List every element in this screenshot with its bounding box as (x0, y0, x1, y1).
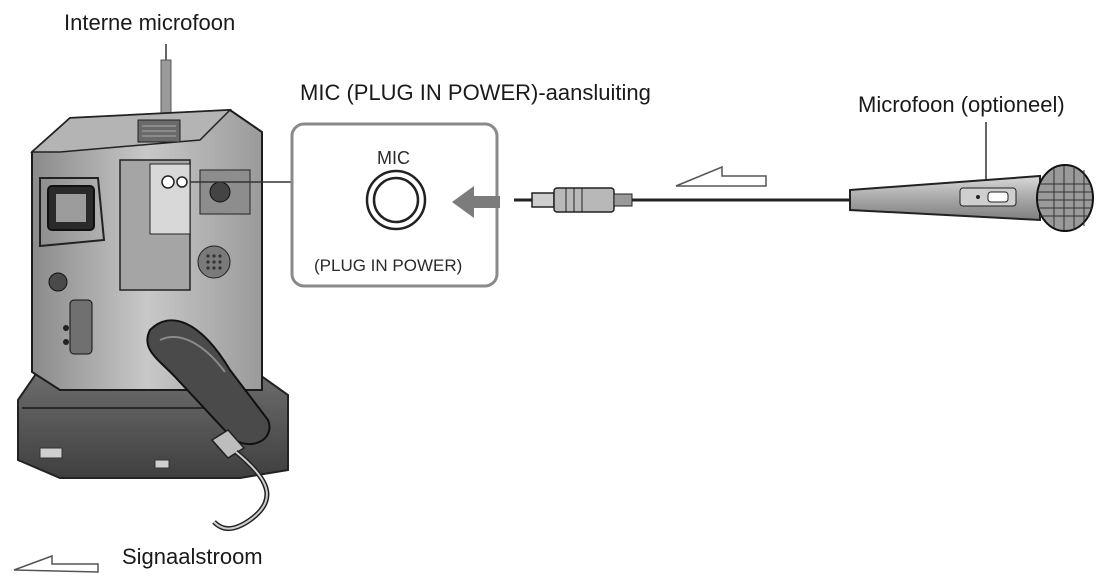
camcorder-illustration (17, 108, 289, 531)
microphone-plug (514, 187, 633, 213)
insert-arrow-icon (452, 186, 500, 218)
inset-plug-in-power-label: (PLUG IN POWER) (314, 256, 463, 275)
mic-jack-label: MIC (PLUG IN POWER)-aansluiting (300, 80, 651, 105)
inset-mic-label: MIC (377, 148, 410, 168)
signal-flow-legend-label: Signaalstroom (122, 544, 263, 569)
internal-microphone-label: Interne microfoon (64, 10, 236, 35)
signal-flow-arrow-icon (675, 165, 767, 187)
legend-signal-arrow-icon (13, 554, 99, 573)
microphone-optional-label: Microfoon (optioneel) (858, 92, 1065, 117)
microphone-illustration (849, 164, 1094, 232)
